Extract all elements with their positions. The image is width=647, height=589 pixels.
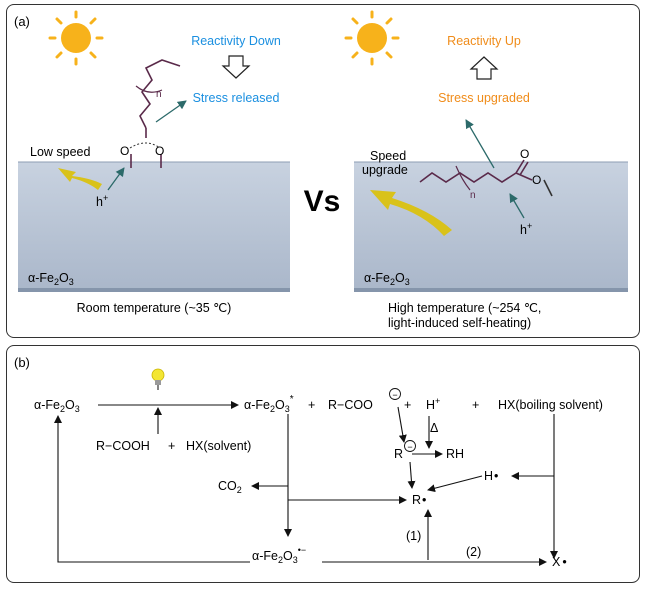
plus-sign-4: + — [472, 398, 479, 412]
right-ester-o: O — [532, 173, 541, 187]
plus-sign-3: + — [404, 398, 411, 412]
stress-upgraded-text: Stress upgraded — [438, 91, 530, 105]
left-hole-label: h+ — [96, 193, 108, 209]
proton: H+ — [426, 396, 440, 412]
right-caption-line1: High temperature (~254 ℃, — [388, 301, 541, 315]
hx-boiling-solvent: HX(boiling solvent) — [498, 398, 603, 412]
left-delocalized-bond — [129, 142, 161, 149]
low-speed-swoosh — [58, 168, 102, 190]
speed-upgrade-line1: Speed — [370, 149, 406, 163]
speed-upgrade-swoosh — [370, 190, 452, 236]
arrow-down-icon — [221, 55, 251, 79]
catalyst-regeneration-arrow — [54, 415, 250, 563]
r-anion: R — [394, 447, 403, 461]
svg-text:−: − — [407, 442, 412, 452]
rh-product: RH — [446, 447, 464, 461]
reactivity-down-text: Reactivity Down — [191, 34, 281, 48]
left-surface-label: α-Fe2O3 — [28, 271, 74, 287]
r-radical: R• — [412, 493, 426, 507]
carboxylic-acid: R−COOH — [96, 439, 150, 453]
fe2o3-radical-anion: α-Fe2O3•− — [252, 545, 306, 565]
left-caption: Room temperature (~35 ℃) — [77, 301, 232, 315]
vs-label: Vs — [304, 185, 341, 218]
arrow-up-icon — [469, 56, 499, 80]
pathway-label-1: (1) — [406, 529, 421, 543]
h-radical: H• — [484, 469, 498, 483]
fe2o3-reactant: α-Fe2O3 — [34, 398, 80, 414]
reactivity-up-text: Reactivity Up — [447, 34, 521, 48]
co2-product: CO2 — [218, 479, 242, 495]
right-hole-arrow — [509, 193, 525, 219]
left-o1-label: O — [120, 144, 129, 158]
left-o2-label: O — [155, 144, 164, 158]
h-radical-to-r-radical-arrow — [427, 475, 483, 493]
surface-slab-left — [18, 161, 290, 292]
fe2o3-excited: α-Fe2O3* — [244, 394, 294, 414]
adsorbed-carboxylate-molecule — [130, 59, 181, 168]
r-anion-to-radical-arrow — [407, 461, 416, 489]
speed-upgrade-line2: upgrade — [362, 163, 408, 177]
low-speed-text: Low speed — [30, 145, 91, 159]
delta-heat: Δ — [430, 421, 438, 435]
free-ester-molecule — [419, 159, 553, 197]
hx-solvent: HX(solvent) — [186, 439, 251, 453]
stress-release-arrow — [155, 100, 187, 123]
carboxylate-anion: R−COO — [328, 398, 373, 412]
stress-released-text: Stress released — [193, 91, 280, 105]
right-hole-label: h+ — [520, 221, 532, 237]
panel-b — [6, 345, 640, 583]
carboxylate-to-r-anion-arrow — [397, 406, 407, 443]
sun-icon-right — [344, 10, 400, 66]
light-bulb-icon — [151, 368, 165, 390]
panel-a-label: (a) — [14, 14, 30, 29]
panel-b-label: (b) — [14, 355, 30, 370]
carboxylate-charge: − — [389, 388, 401, 400]
svg-text:−: − — [392, 390, 397, 400]
right-n-label: n — [470, 190, 476, 201]
right-carbonyl-o: O — [520, 147, 529, 161]
sun-icon-left — [48, 10, 104, 66]
left-hole-arrow — [107, 167, 125, 191]
plus-sign-2: + — [308, 398, 315, 412]
right-caption-line2: light-induced self-heating) — [388, 316, 531, 330]
right-surface-label: α-Fe2O3 — [364, 271, 410, 287]
left-n-label: n — [156, 89, 162, 100]
x-radical: X• — [552, 555, 567, 569]
stress-upgrade-arrow — [465, 119, 495, 169]
plus-sign-1: + — [168, 439, 175, 453]
pathway-label-2: (2) — [466, 545, 481, 559]
r-anion-charge: − — [404, 440, 416, 452]
